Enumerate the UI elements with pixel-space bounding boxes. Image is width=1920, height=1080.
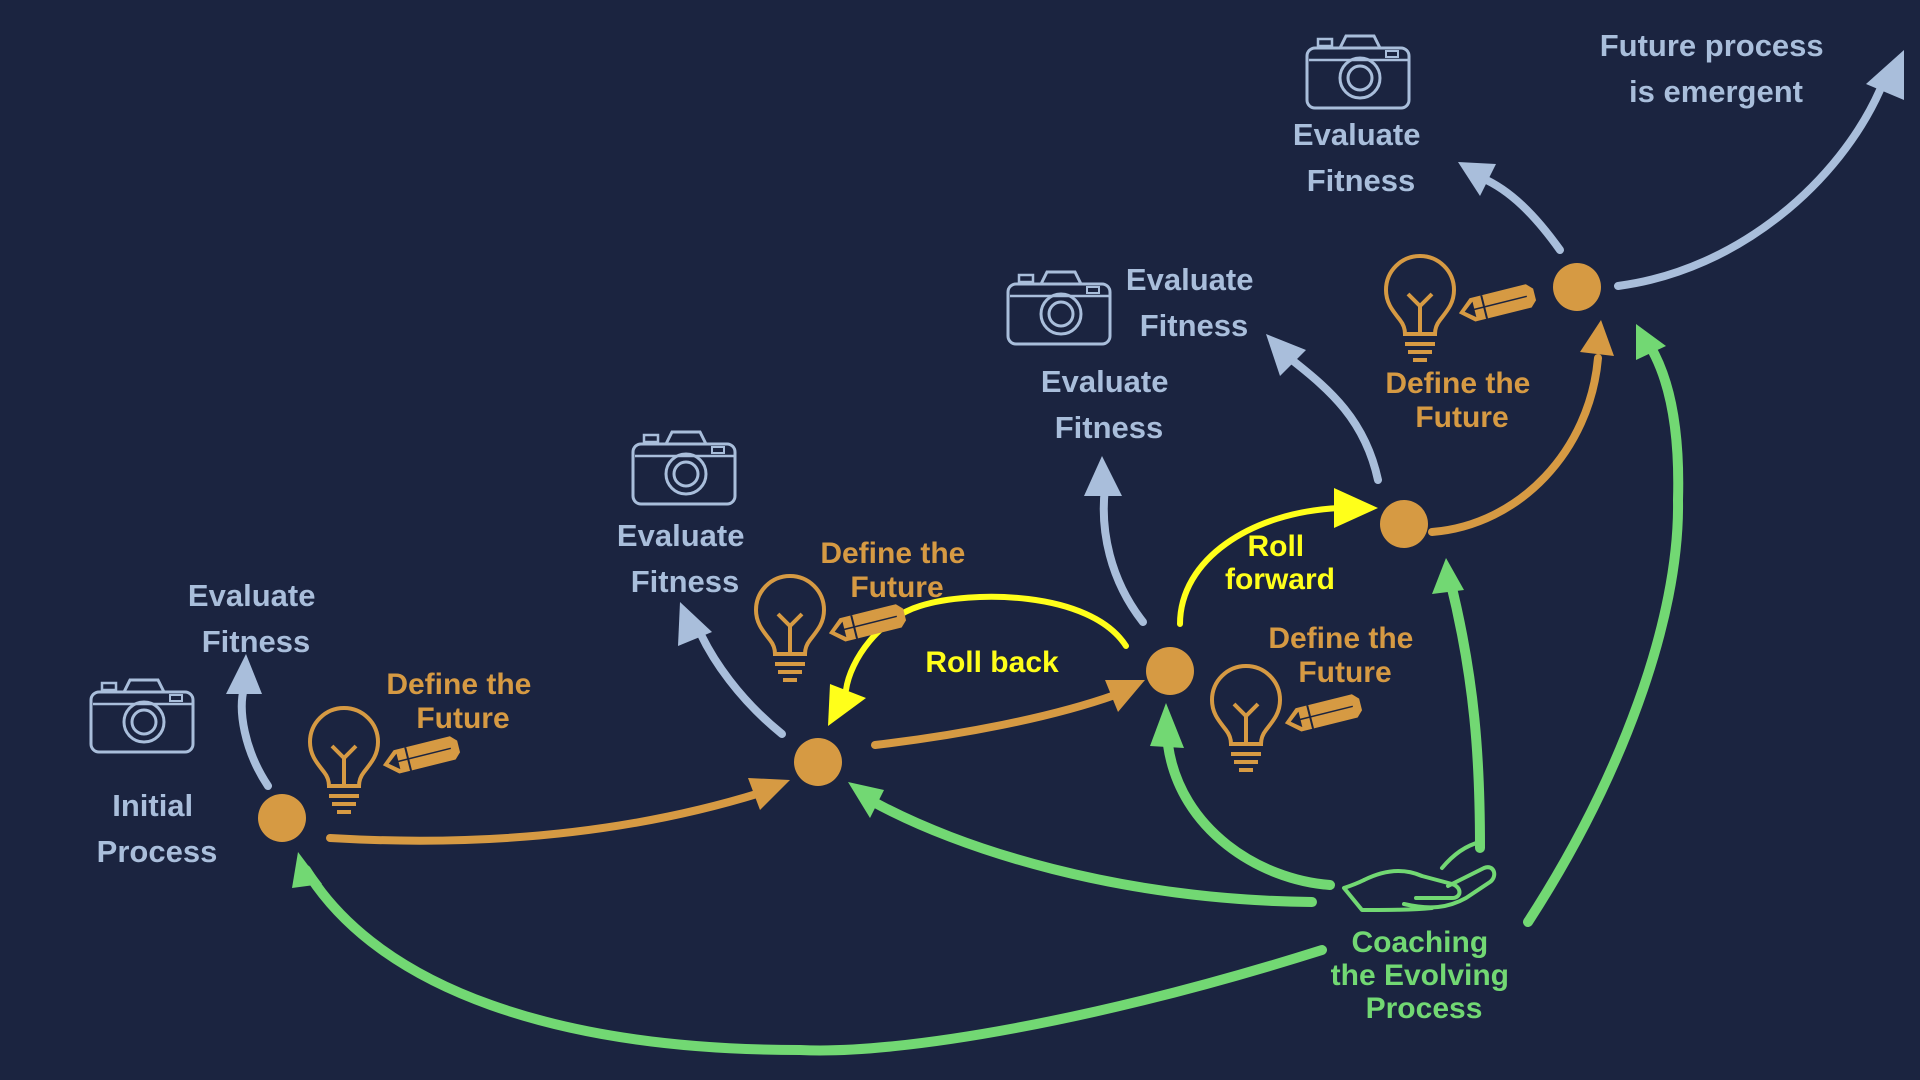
label-roll-forward-line2: forward [1225,563,1335,596]
camera-icon [1305,34,1411,110]
label-evaluate-fitness-3-line1: Evaluate [1041,364,1169,399]
label-roll-forward-line1: Roll [1247,530,1304,563]
label-future-emergent: Future process is emergent [1600,28,1833,109]
label-evaluate-fitness-5-line1: Evaluate [1293,117,1421,152]
label-evaluate-fitness-1: Evaluate Fitness [188,578,324,659]
label-roll-forward: Roll forward [1225,530,1335,596]
label-evaluate-fitness-1-line1: Evaluate [188,578,316,613]
label-define-future-1-line1: Define the [386,668,531,701]
arrowhead-blue-4 [1266,334,1306,376]
arrowhead-blue-2 [678,602,712,646]
camera-icon [631,430,737,506]
arrowhead-blue-5 [1458,162,1496,196]
label-define-future-2-line2: Future [850,571,943,604]
evaluate-arrow-3 [1099,484,1147,626]
roll-arrows [843,505,1343,693]
evaluate-arrow-4 [1288,356,1382,484]
label-define-future-2: Define the Future [820,537,973,604]
label-evaluate-fitness-2: Evaluate Fitness [617,518,753,599]
label-define-future-4-line1: Define the [1385,367,1530,400]
evaluate-arrowheads [226,50,1904,694]
define-arrow-1 [326,789,764,845]
arrowhead-green-node4 [1432,558,1464,594]
coaching-arrowheads [292,324,1666,888]
label-coaching: Coaching the Evolving Process [1331,926,1518,1025]
coaching-arrows [301,341,1684,1056]
label-coaching-line3: Process [1366,992,1483,1025]
label-evaluate-fitness-3: Evaluate Fitness [1041,364,1177,445]
node-initial [258,794,306,842]
emergent-arrow [1614,86,1884,290]
arrowhead-yellow-back [828,684,866,726]
label-define-future-3: Define the Future [1268,622,1421,689]
label-initial-process-line1: Initial [112,788,193,823]
camera-icon [1006,270,1112,346]
evaluate-arrow-5 [1478,174,1564,254]
process-nodes [258,263,1601,842]
label-define-future-3-line2: Future [1298,656,1391,689]
roll-forward-arrow [1177,505,1343,627]
arrowhead-green-initial [292,852,322,888]
coaching-arrow-to-initial [301,865,1327,1056]
define-arrows [326,354,1602,845]
define-arrow-3 [1428,354,1602,536]
coaching-arrow-to-node5 [1523,341,1684,927]
camera-icon [89,678,195,754]
label-define-future-1: Define the Future [386,668,539,735]
define-arrowheads [748,320,1614,810]
label-evaluate-fitness-1-line2: Fitness [202,624,311,659]
coaching-arrow-to-node4 [1445,575,1485,853]
label-evaluate-fitness-5: Evaluate Fitness [1293,117,1429,198]
arrowhead-blue-1 [226,654,262,694]
label-define-future-4-line2: Future [1415,401,1508,434]
label-evaluate-fitness-5-line2: Fitness [1307,163,1416,198]
label-initial-process: Initial Process [97,788,218,869]
coaching-arrow-to-node2 [865,795,1317,907]
evaluate-arrows [237,86,1884,790]
evaluate-arrow-2 [694,624,786,738]
label-define-future-4: Define the Future [1385,367,1538,434]
node-3 [1146,647,1194,695]
arrowhead-blue-3 [1084,456,1122,496]
label-evaluate-fitness-4-line1: Evaluate [1126,262,1254,297]
arrowhead-green-node5 [1636,324,1666,360]
label-roll-back: Roll back [925,646,1059,679]
label-evaluate-fitness-2-line2: Fitness [631,564,740,599]
arrowhead-orange-3 [1580,320,1614,356]
coaching-arrow-to-node3 [1163,740,1335,890]
roll-arrowheads [828,488,1378,726]
evaluate-arrow-1 [237,684,272,790]
node-2 [794,738,842,786]
label-coaching-line2: the Evolving [1331,959,1509,992]
define-arrow-2 [871,691,1119,749]
arrowhead-orange-1 [748,778,790,810]
label-future-emergent-line1: Future process [1600,28,1824,63]
label-evaluate-fitness-2-line1: Evaluate [617,518,745,553]
node-4 [1380,500,1428,548]
label-evaluate-fitness-3-line2: Fitness [1055,410,1164,445]
arrowhead-blue-emergent [1866,50,1904,100]
label-future-emergent-line2: is emergent [1629,74,1803,109]
node-5 [1553,263,1601,311]
label-evaluate-fitness-4: Evaluate Fitness [1126,262,1262,343]
arrowhead-green-node3 [1150,703,1184,748]
label-define-future-2-line1: Define the [820,537,965,570]
arrowhead-yellow-forward [1334,488,1378,528]
label-define-future-1-line2: Future [416,702,509,735]
label-define-future-3-line1: Define the [1268,622,1413,655]
open-hand-icon [1342,840,1497,912]
roll-back-arrow [843,593,1129,693]
arrowhead-orange-2 [1105,680,1145,712]
arrowhead-green-node2 [848,782,884,818]
label-coaching-line1: Coaching [1351,926,1488,959]
label-evaluate-fitness-4-line2: Fitness [1140,308,1249,343]
lightbulb-icon [1384,254,1540,362]
label-initial-process-line2: Process [97,834,218,869]
